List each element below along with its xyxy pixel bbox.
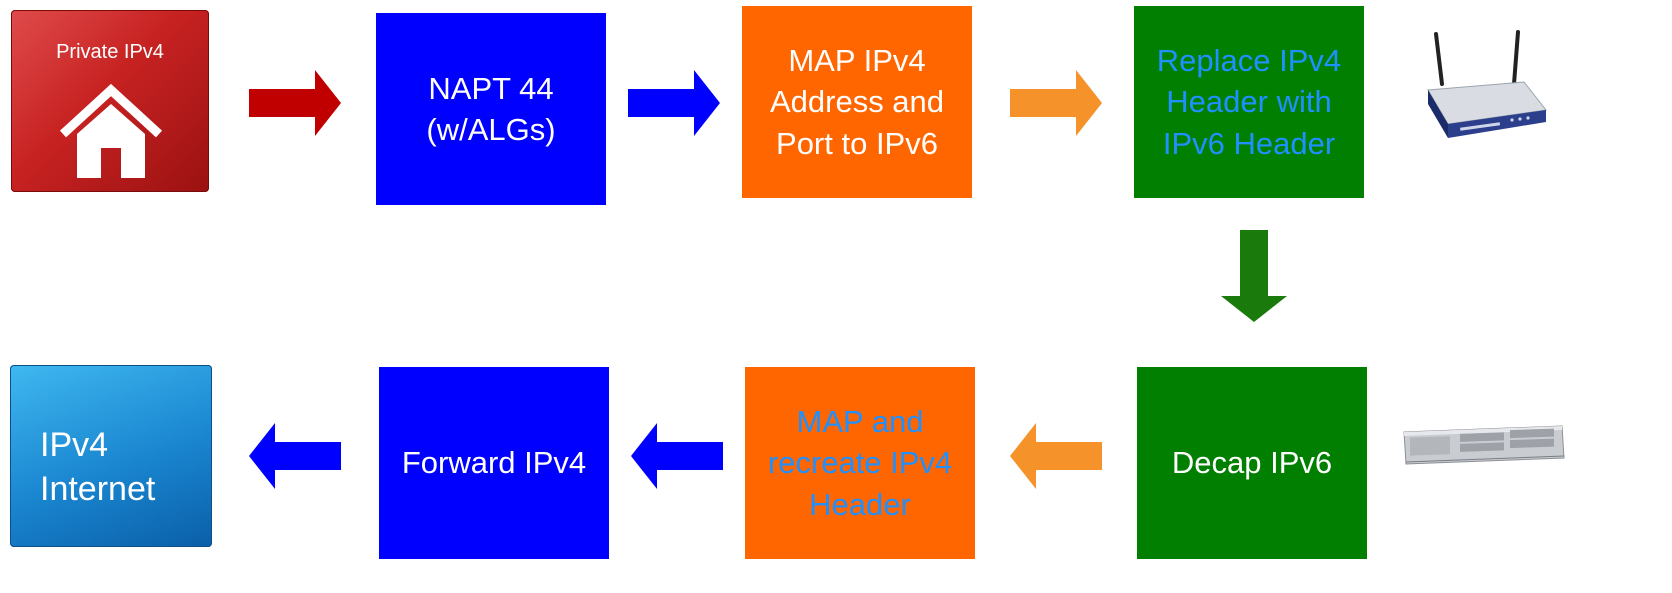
arrow-right-blue <box>628 70 720 136</box>
decap-box: Decap IPv6 <box>1137 367 1367 559</box>
arrow-right-orange <box>1010 70 1102 136</box>
map-ipv4-box: MAP IPv4 Address and Port to IPv6 <box>742 6 972 198</box>
forward-label: Forward IPv4 <box>401 445 587 481</box>
map-recreate-label: MAP and recreate IPv4 Header <box>767 404 953 522</box>
ipv4-internet-label: IPv4 Internet <box>40 426 156 509</box>
house-icon <box>59 83 163 178</box>
arrow-left-blue-1 <box>249 423 341 489</box>
arrow-right-red <box>249 70 341 136</box>
ipv4-internet-tile: IPv4 Internet <box>10 365 212 547</box>
decap-label: Decap IPv6 <box>1171 445 1333 481</box>
arrow-left-blue-2 <box>631 423 723 489</box>
wireless-router-icon <box>1427 30 1547 138</box>
map-recreate-box: MAP and recreate IPv4 Header <box>745 367 975 559</box>
map-ipv4-label: MAP IPv4 Address and Port to IPv6 <box>769 43 945 161</box>
napt-box: NAPT 44 (w/ALGs) <box>376 13 606 205</box>
replace-header-label: Replace IPv4 Header with IPv6 Header <box>1156 43 1342 161</box>
private-ipv4-label: Private IPv4 <box>56 41 164 63</box>
replace-header-box: Replace IPv4 Header with IPv6 Header <box>1134 6 1364 198</box>
private-ipv4-tile: Private IPv4 <box>11 10 209 192</box>
rack-router-icon <box>1403 425 1565 465</box>
arrow-down-green <box>1221 230 1287 322</box>
napt-label: NAPT 44 (w/ALGs) <box>426 70 556 147</box>
arrow-left-orange <box>1010 423 1102 489</box>
forward-box: Forward IPv4 <box>379 367 609 559</box>
